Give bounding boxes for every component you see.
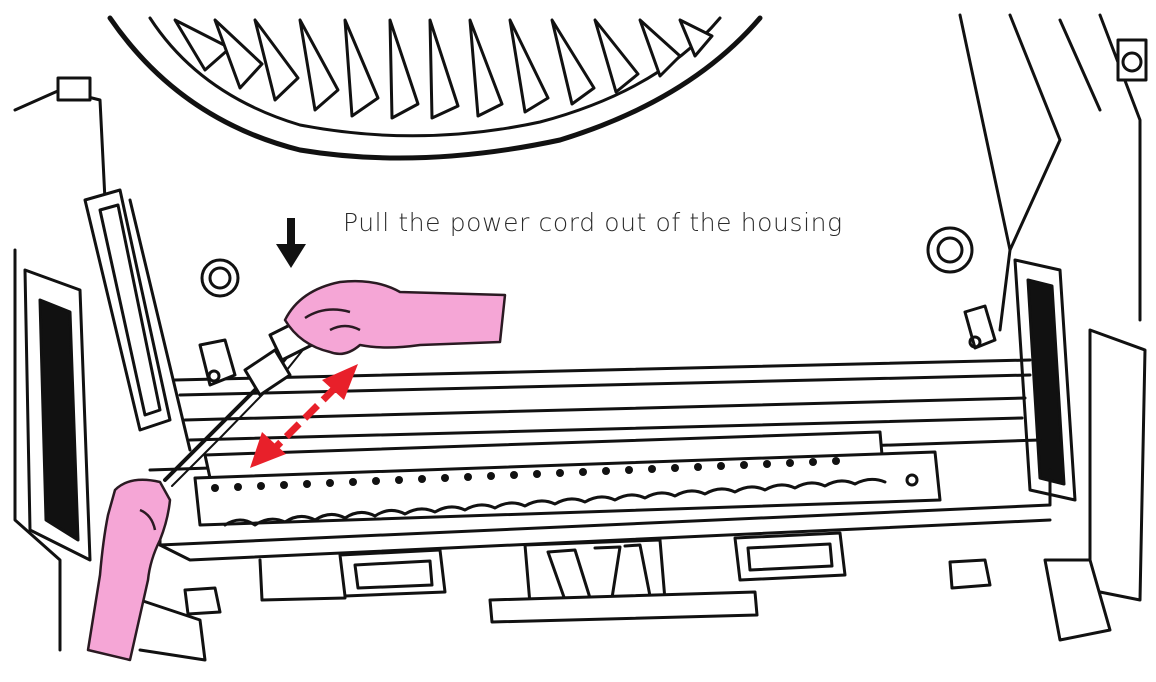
left-housing-wall <box>13 76 192 652</box>
instruction-caption: Pull the power cord out of the housing <box>343 208 843 237</box>
screw-bosses <box>200 226 974 298</box>
cooling-fan <box>107 15 763 161</box>
right-hand <box>283 279 507 356</box>
rail-clips <box>198 304 997 387</box>
right-housing-wall <box>958 13 1148 642</box>
black-down-arrow-icon <box>276 218 306 268</box>
cord-channel-board <box>193 430 942 527</box>
housing-base <box>138 468 1052 662</box>
red-double-arrow-icon <box>250 364 358 468</box>
left-hand <box>86 478 172 662</box>
